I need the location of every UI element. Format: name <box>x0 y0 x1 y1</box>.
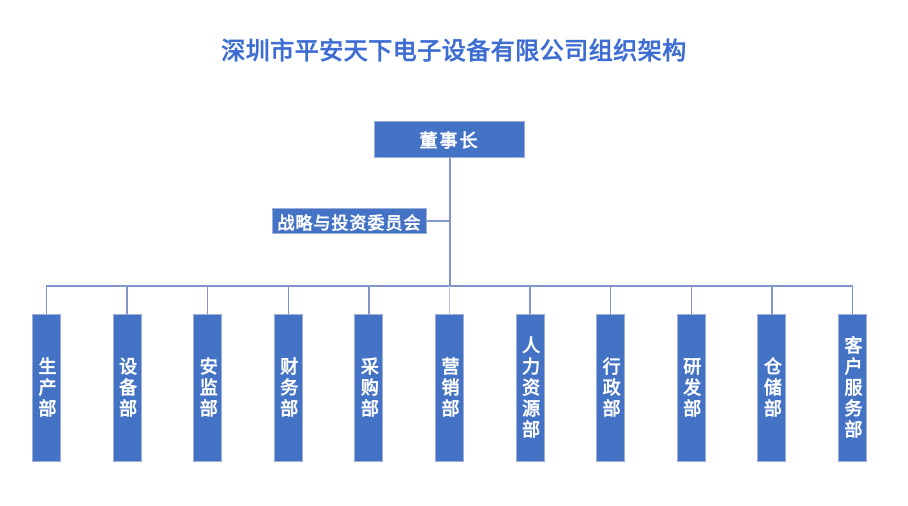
department: 客户服务部 <box>837 286 867 462</box>
department: 行政部 <box>596 286 626 462</box>
department-box: 人力资源部 <box>515 314 545 462</box>
chairman-label: 董事长 <box>419 130 480 151</box>
department: 仓储部 <box>757 286 787 462</box>
department: 设备部 <box>112 286 142 462</box>
department: 生产部 <box>32 286 61 462</box>
trunk-connector-line <box>449 158 451 286</box>
department-box: 研发部 <box>676 314 706 462</box>
department-connector-line <box>609 286 612 314</box>
department-connector-line <box>690 286 692 314</box>
department: 营销部 <box>434 286 464 462</box>
department-box: 安监部 <box>193 314 223 462</box>
department-connector-line <box>126 286 128 314</box>
department-box: 采购部 <box>354 314 384 462</box>
page-title: 深圳市平安天下电子设备有限公司组织架构 <box>221 38 687 65</box>
department-box: 客户服务部 <box>837 314 867 462</box>
department-label: 营销部 <box>439 356 460 420</box>
department: 安监部 <box>193 286 223 462</box>
department-connector-line <box>529 286 531 314</box>
department-connector-line <box>851 286 854 314</box>
department: 人力资源部 <box>515 286 545 462</box>
department-connector-line <box>368 286 370 314</box>
department-box: 仓储部 <box>757 314 787 462</box>
committee-connector-line <box>427 220 450 222</box>
department-connector-line <box>287 286 290 314</box>
department-connector-line <box>771 286 773 314</box>
department-label: 采购部 <box>358 356 379 420</box>
committee-box: 战略与投资委员会 <box>272 208 427 234</box>
chairman-box: 董事长 <box>374 121 525 158</box>
department-label: 行政部 <box>600 356 621 420</box>
department-label: 客户服务部 <box>842 335 863 441</box>
department-label: 安监部 <box>197 356 218 420</box>
department-box: 营销部 <box>434 314 464 462</box>
department-connector-line <box>206 286 209 314</box>
department-label: 人力资源部 <box>520 335 541 441</box>
department-label: 生产部 <box>36 356 57 420</box>
department-box: 财务部 <box>273 314 303 462</box>
department-box: 生产部 <box>32 314 61 462</box>
department-label: 设备部 <box>117 356 138 420</box>
department-label: 仓储部 <box>761 356 782 420</box>
department: 财务部 <box>273 286 303 462</box>
department-connector-line <box>448 286 451 314</box>
department-label: 财务部 <box>278 356 299 420</box>
department-row: 生产部 设备部 安监部 财务部 采购部 营销部 人力资源部 行政部 研发部 仓储部 客户服务部 <box>32 286 867 462</box>
distribution-connector-line <box>46 285 853 287</box>
department-connector-line <box>45 286 48 314</box>
department: 研发部 <box>676 286 706 462</box>
department-box: 设备部 <box>112 314 142 462</box>
department-box: 行政部 <box>596 314 626 462</box>
department-label: 研发部 <box>681 356 702 420</box>
committee-label: 战略与投资委员会 <box>277 213 422 233</box>
department: 采购部 <box>354 286 384 462</box>
